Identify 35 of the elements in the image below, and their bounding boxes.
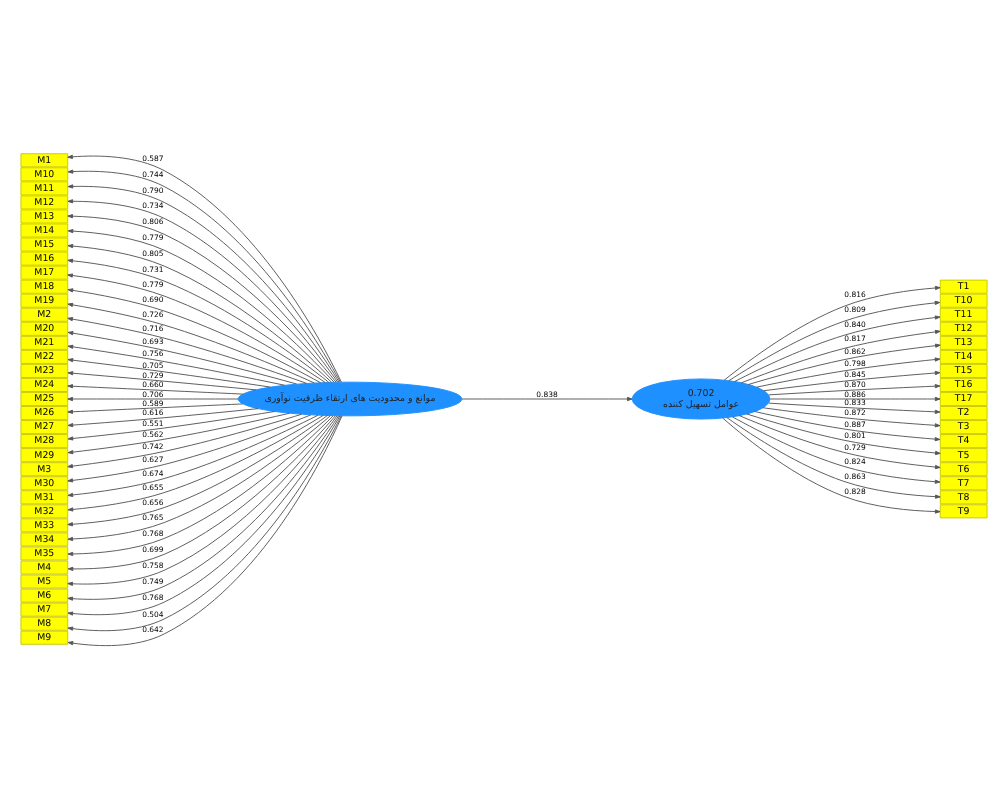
arrow [747, 343, 941, 386]
arrow [67, 288, 321, 384]
arrow [67, 331, 298, 385]
arrow [67, 371, 257, 391]
arrow [67, 411, 275, 441]
arrow [67, 344, 286, 386]
arrow [67, 414, 312, 483]
arrow [67, 408, 259, 428]
arrow [768, 384, 941, 396]
arrow [726, 417, 941, 499]
arrow [67, 403, 244, 414]
arrow [734, 315, 941, 382]
arrow [67, 414, 324, 512]
arrow [67, 412, 290, 455]
arrow [67, 414, 319, 498]
arrow [67, 413, 303, 469]
arrow [768, 402, 941, 414]
arrow [461, 396, 633, 402]
arrow [754, 411, 941, 442]
arrow [732, 416, 941, 484]
arrow [67, 396, 239, 402]
arrow [740, 329, 941, 384]
arrow [769, 396, 941, 402]
arrow [762, 407, 941, 428]
arrow [728, 300, 941, 382]
arrow [723, 285, 941, 381]
arrow [67, 317, 307, 384]
arrow [67, 302, 315, 384]
arrow [67, 384, 244, 395]
arrow [738, 415, 941, 470]
arrow [746, 413, 941, 456]
arrow [763, 370, 941, 392]
arrow [67, 358, 271, 388]
arrow [756, 357, 941, 388]
arrow [722, 417, 941, 514]
